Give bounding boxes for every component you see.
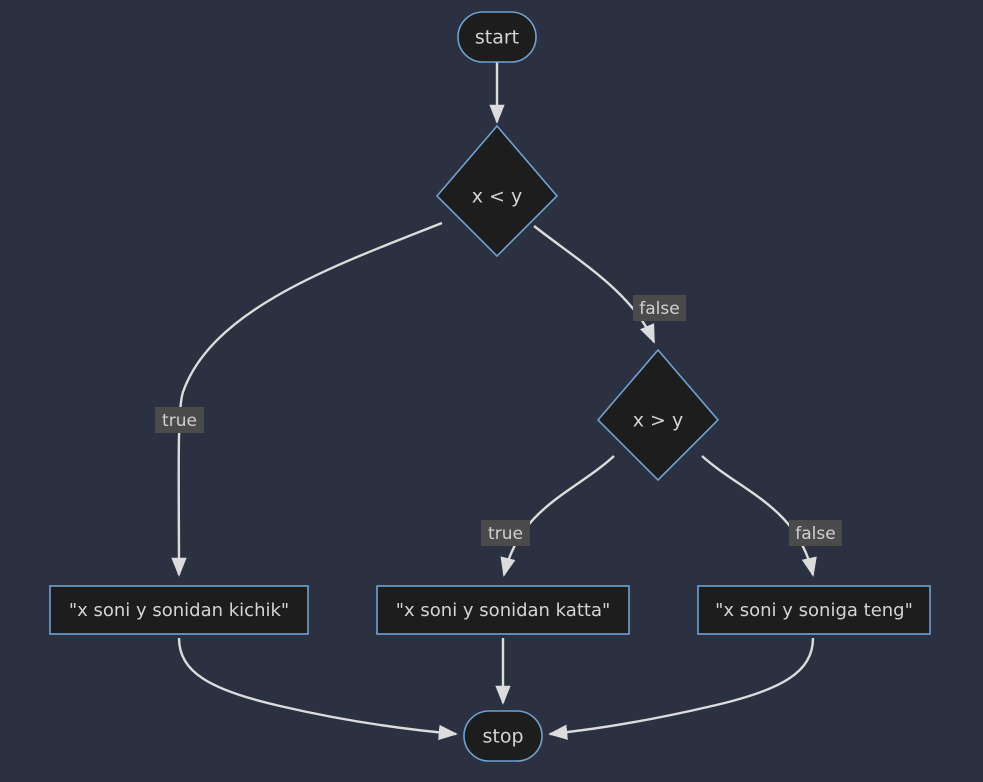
node-decision1-label: x < y [472,186,523,208]
edge-label-decision1-false-text: false [639,299,679,319]
node-output-equal[interactable]: "x soni y soniga teng" [697,585,931,635]
edge-out-equal-to-stop [548,637,815,740]
node-output-greater[interactable]: "x soni y sonidan katta" [376,585,630,635]
edge-decision1-to-out-less [171,221,443,577]
node-output-less-label: "x soni y sonidan kichik" [69,600,289,621]
edge-label-decision1-true: true [155,407,204,433]
node-output-greater-label: "x soni y sonidan katta" [396,600,611,621]
edge-label-decision2-false: false [789,520,842,546]
edge-decision2-to-out-equal [701,455,817,577]
edge-label-decision2-true: true [481,520,530,546]
edges-layer [171,62,817,741]
edge-label-decision2-false-text: false [795,524,835,544]
node-decision-x-less-y[interactable]: x < y [435,124,559,258]
node-stop-label: stop [482,726,523,748]
nodes-layer: start x < y x > y "x soni y sonidan kich… [49,11,931,762]
node-start-label: start [475,27,519,49]
node-decision2-label: x > y [633,410,684,432]
edge-label-decision2-true-text: true [488,524,523,544]
edge-label-decision1-true-text: true [162,411,197,431]
node-output-less[interactable]: "x soni y sonidan kichik" [49,585,309,635]
edge-decision1-to-decision2 [533,225,656,344]
edge-out-less-to-stop [177,637,458,741]
node-decision-x-greater-y[interactable]: x > y [596,348,720,482]
node-output-equal-label: "x soni y soniga teng" [715,600,913,621]
edge-decision2-to-out-greater [500,455,615,577]
node-stop[interactable]: stop [463,710,543,762]
node-start[interactable]: start [457,11,537,63]
edge-label-decision1-false: false [633,295,686,321]
edge-labels-layer: true false true false [155,295,842,546]
